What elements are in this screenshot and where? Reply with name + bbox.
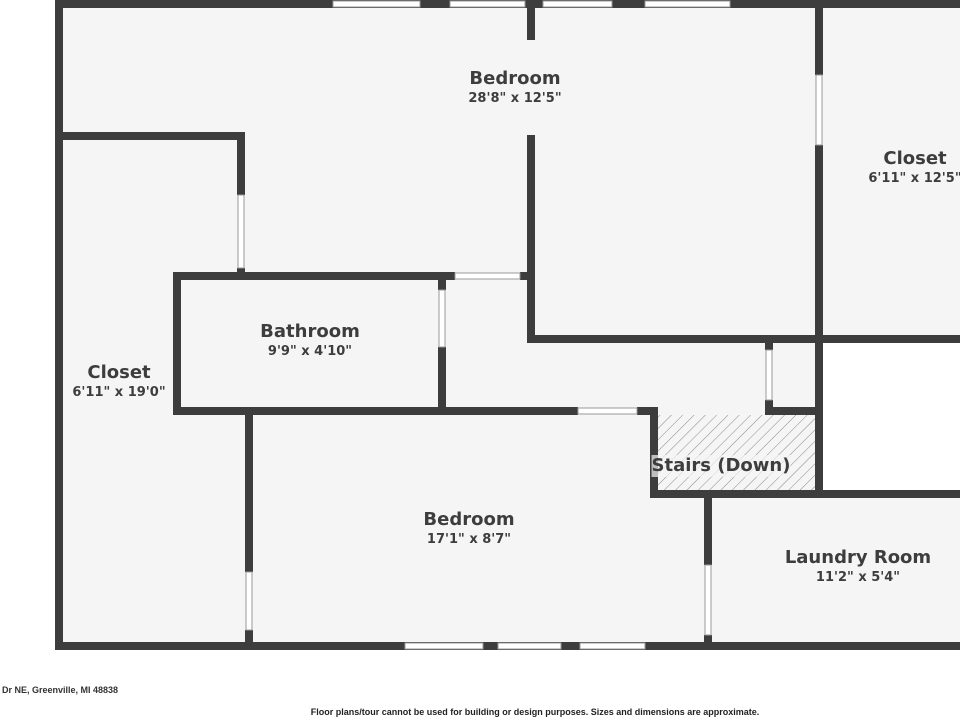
- room-bedroom-main: Bedroom 28'8" x 12'5": [468, 68, 561, 108]
- room-stairs: Stairs (Down): [651, 455, 791, 477]
- room-dims: 17'1" x 8'7": [426, 532, 512, 547]
- room-dims: 28'8" x 12'5": [468, 91, 562, 106]
- room-name: Laundry Room: [784, 547, 932, 568]
- outside-area: [823, 343, 960, 490]
- room-bedroom-second: Bedroom 17'1" x 8'7": [423, 509, 514, 549]
- floor-area: [55, 0, 960, 650]
- room-closet-left: Closet 6'11" x 19'0": [72, 362, 165, 402]
- room-dims: 6'11" x 19'0": [72, 385, 166, 400]
- disclaimer-text: Floor plans/tour cannot be used for buil…: [310, 707, 760, 717]
- room-bathroom: Bathroom 9'9" x 4'10": [260, 321, 360, 361]
- room-name: Closet: [883, 148, 947, 169]
- room-dims: 6'11" x 12'5": [868, 171, 960, 186]
- room-laundry: Laundry Room 11'2" x 5'4": [785, 547, 931, 587]
- room-name: Closet: [87, 362, 151, 383]
- room-dims: 9'9" x 4'10": [267, 344, 353, 359]
- address-text: Dr NE, Greenville, MI 48838: [2, 685, 119, 695]
- room-name: Bedroom: [469, 68, 561, 89]
- room-name: Stairs (Down): [651, 455, 791, 477]
- room-dims: 11'2" x 5'4": [815, 570, 901, 585]
- room-name: Bedroom: [423, 509, 515, 530]
- room-name: Bathroom: [260, 321, 360, 342]
- stairs-hatch: [658, 415, 815, 490]
- room-closet-right: Closet 6'11" x 12'5": [868, 148, 960, 188]
- windows: [237, 0, 823, 650]
